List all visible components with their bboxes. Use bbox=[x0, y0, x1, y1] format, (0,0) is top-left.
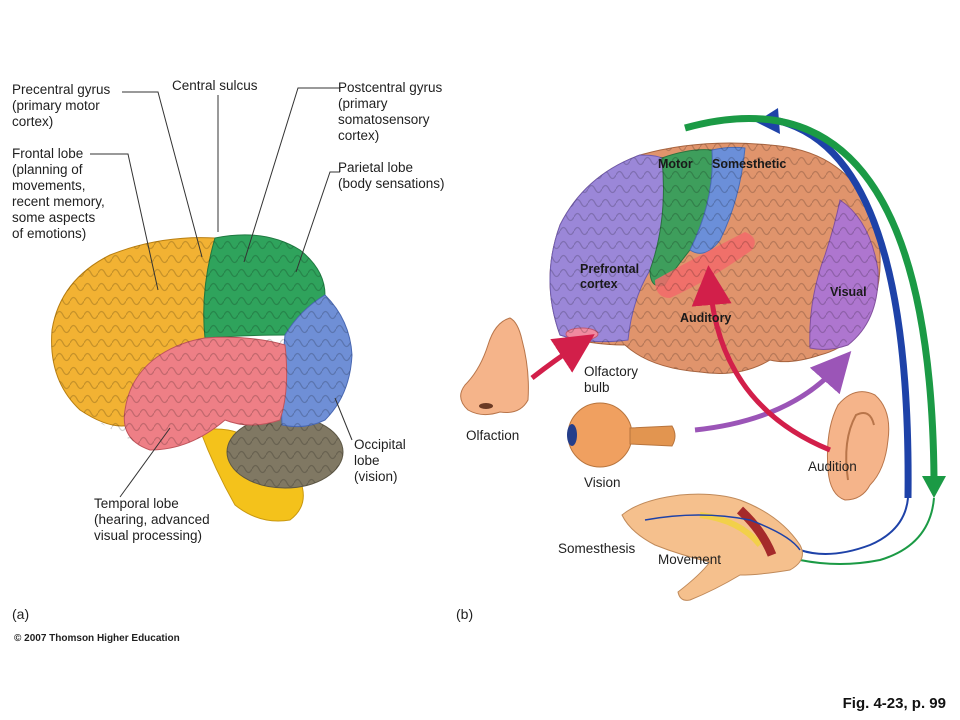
sensory-input-arrow bbox=[684, 115, 938, 479]
label-visual: Visual bbox=[830, 285, 867, 299]
label-central-sulcus: Central sulcus bbox=[172, 78, 258, 93]
ear bbox=[826, 391, 890, 501]
label-olfaction: Olfaction bbox=[466, 428, 520, 443]
label-postcentral-gyrus: Postcentral gyrus (primary somatosensory… bbox=[338, 80, 443, 143]
label-precentral-gyrus: Precentral gyrus (primary motor cortex) bbox=[12, 82, 111, 129]
panel-a-tag: (a) bbox=[12, 606, 30, 622]
nose bbox=[460, 317, 529, 416]
label-audition: Audition bbox=[808, 459, 857, 474]
eye bbox=[567, 402, 676, 468]
audition-arrow bbox=[691, 265, 831, 453]
label-prefrontal-cortex: Prefrontal cortex bbox=[580, 262, 640, 291]
olfaction-arrow bbox=[530, 334, 595, 380]
label-somesthesis: Somesthesis bbox=[558, 541, 636, 556]
label-occipital-lobe: Occipital lobe (vision) bbox=[354, 437, 406, 484]
figure-reference: Fig. 4-23, p. 99 bbox=[842, 695, 946, 712]
panel-b-tag: (b) bbox=[456, 606, 474, 622]
label-temporal-lobe: Temporal lobe (hearing, advanced visual … bbox=[94, 496, 210, 543]
label-vision: Vision bbox=[584, 475, 621, 490]
functional-areas-diagram bbox=[460, 108, 946, 601]
label-parietal-lobe: Parietal lobe (body sensations) bbox=[338, 160, 445, 191]
label-auditory: Auditory bbox=[680, 311, 732, 325]
label-frontal-lobe: Frontal lobe (planning of movements, rec… bbox=[12, 146, 105, 241]
label-movement: Movement bbox=[658, 552, 722, 567]
lateral-brain-diagram bbox=[51, 87, 353, 522]
vision-arrow bbox=[694, 351, 852, 433]
label-olfactory-bulb: Olfactory bulb bbox=[584, 364, 639, 395]
copyright-notice: © 2007 Thomson Higher Education bbox=[14, 633, 180, 644]
label-somesthetic: Somesthetic bbox=[712, 157, 787, 171]
hand bbox=[621, 493, 803, 601]
label-motor: Motor bbox=[658, 157, 693, 171]
